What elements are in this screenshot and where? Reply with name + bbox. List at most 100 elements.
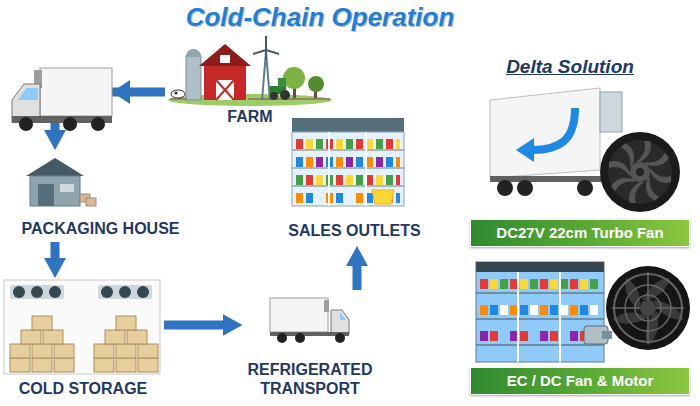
refrigerated-truck-illustration bbox=[335, 333, 345, 343]
stage-label: REFRIGERATED TRANSPORT bbox=[247, 361, 374, 398]
refrigerated-truck-illustration bbox=[270, 298, 328, 332]
cold-storage-illustration bbox=[32, 344, 52, 358]
sales-outlet-illustration bbox=[296, 139, 400, 149]
motor-illustration bbox=[602, 331, 612, 339]
refrigerated-truck-illustration bbox=[331, 310, 349, 334]
reefer-truck-illustration bbox=[600, 92, 622, 132]
farm-illustration bbox=[278, 78, 286, 87]
farm-illustration bbox=[220, 55, 230, 63]
axial-fan-illustration bbox=[606, 266, 690, 350]
stage-label: SALES OUTLETS bbox=[288, 222, 420, 240]
stage-label: PACKAGING HOUSE bbox=[22, 220, 180, 238]
turbo-fan-illustration bbox=[636, 168, 644, 176]
farm-illustration bbox=[216, 80, 234, 100]
turbo-fan-illustration bbox=[636, 141, 651, 162]
turbo-fan-illustration bbox=[608, 140, 672, 204]
cold-storage-illustration bbox=[31, 286, 43, 298]
packaging-house-illustration bbox=[60, 184, 74, 192]
display-fridge-illustration bbox=[476, 262, 604, 272]
reefer-truck-illustration bbox=[516, 138, 534, 162]
diagram-title: Cold-Chain Operation bbox=[160, 2, 480, 33]
display-fridge-illustration bbox=[480, 331, 600, 341]
farm-illustration bbox=[280, 90, 290, 100]
display-fridge-illustration bbox=[480, 305, 600, 315]
sales-outlet-illustration bbox=[329, 132, 366, 206]
farm-illustration bbox=[186, 56, 201, 100]
farm-illustration bbox=[308, 76, 324, 92]
cold-storage-illustration bbox=[10, 316, 158, 372]
packaging-house-illustration bbox=[30, 176, 80, 206]
flow-arrowhead bbox=[112, 80, 130, 104]
axial-fan-illustration bbox=[606, 266, 690, 350]
refrigerated-truck-illustration bbox=[277, 333, 287, 343]
packaging-house-illustration bbox=[26, 158, 96, 206]
cold-storage-illustration bbox=[138, 344, 158, 358]
cold-storage-illustration bbox=[21, 330, 41, 344]
reefer-truck-illustration bbox=[532, 108, 575, 150]
cold-storage-illustration bbox=[119, 286, 131, 298]
cold-storage-illustration bbox=[116, 358, 136, 372]
farm-illustration bbox=[199, 44, 251, 66]
farm-illustration bbox=[204, 64, 246, 100]
farm-illustration bbox=[270, 92, 278, 100]
cold-storage-illustration bbox=[10, 285, 64, 299]
truck-illustration bbox=[12, 68, 112, 131]
stage-label: FARM bbox=[227, 108, 272, 126]
cold-storage-illustration bbox=[43, 330, 63, 344]
display-fridge-illustration bbox=[480, 279, 600, 289]
farm-illustration bbox=[174, 91, 177, 94]
sales-outlet-illustration bbox=[296, 175, 400, 185]
farm-illustration bbox=[171, 90, 185, 98]
cold-storage-illustration bbox=[101, 286, 113, 298]
turbo-fan-illustration bbox=[600, 132, 680, 212]
cold-storage-illustration bbox=[138, 358, 158, 372]
sales-outlet-illustration bbox=[292, 150, 404, 186]
cold-storage-illustration bbox=[98, 285, 152, 299]
turbo-fan-illustration bbox=[630, 162, 650, 182]
display-fridge-illustration bbox=[480, 305, 600, 315]
turbo-fan-illustration bbox=[609, 161, 630, 176]
turbo-fan-illustration bbox=[629, 182, 644, 203]
cold-storage-node: COLD STORAGE bbox=[2, 278, 164, 402]
sales-outlet-illustration bbox=[296, 175, 400, 185]
refrigerated-truck-illustration bbox=[340, 312, 346, 320]
axial-fan-illustration bbox=[642, 278, 670, 300]
sales-outlet-illustration bbox=[372, 190, 394, 204]
display-fridge-illustration bbox=[476, 262, 604, 362]
turbo-fan-illustration bbox=[600, 132, 680, 212]
cold-storage-illustration bbox=[105, 330, 125, 344]
solution-bar: EC / DC Fan & Motor bbox=[470, 367, 690, 395]
truck-illustration bbox=[91, 117, 105, 131]
sales-outlet-illustration bbox=[292, 132, 404, 206]
display-fridge-illustration bbox=[480, 305, 600, 315]
reefer-truck-illustration bbox=[517, 180, 533, 196]
display-fridge-illustration bbox=[480, 331, 600, 341]
packaging-house-node: PACKAGING HOUSE bbox=[8, 150, 193, 242]
sales-outlet-illustration bbox=[296, 157, 400, 167]
packaging-house-illustration bbox=[26, 158, 84, 176]
axial-fan-illustration bbox=[640, 300, 656, 316]
cold-storage-illustration bbox=[4, 280, 160, 374]
solution-bar: DC27V 22cm Turbo Fan bbox=[470, 219, 690, 247]
section-heading: Delta Solution bbox=[485, 56, 655, 79]
cold-storage-illustration bbox=[116, 316, 136, 330]
axial-fan-illustration bbox=[612, 272, 684, 344]
cold-storage-illustration bbox=[32, 358, 52, 372]
refrigerated-transport-node: REFRIGERATED TRANSPORT bbox=[243, 290, 378, 402]
farm-node: FARM bbox=[165, 38, 335, 130]
cold-storage-illustration bbox=[10, 358, 30, 372]
sales-outlet-illustration bbox=[292, 118, 404, 206]
refrigerated-truck-illustration bbox=[295, 333, 305, 343]
turbo-fan-illustration bbox=[650, 168, 671, 183]
motor-illustration bbox=[584, 326, 612, 344]
cold-storage-illustration bbox=[137, 286, 149, 298]
cold-storage-illustration bbox=[13, 286, 25, 298]
cold-storage-illustration bbox=[127, 330, 147, 344]
sales-outlet-illustration bbox=[296, 139, 400, 149]
sales-outlet-illustration bbox=[296, 175, 400, 185]
refrigerated-truck-illustration bbox=[270, 298, 349, 343]
refrigerated-truck-illustration bbox=[324, 300, 329, 312]
truck-illustration bbox=[18, 88, 38, 100]
truck-illustration bbox=[40, 68, 112, 116]
display-fridge-illustration bbox=[480, 279, 600, 289]
